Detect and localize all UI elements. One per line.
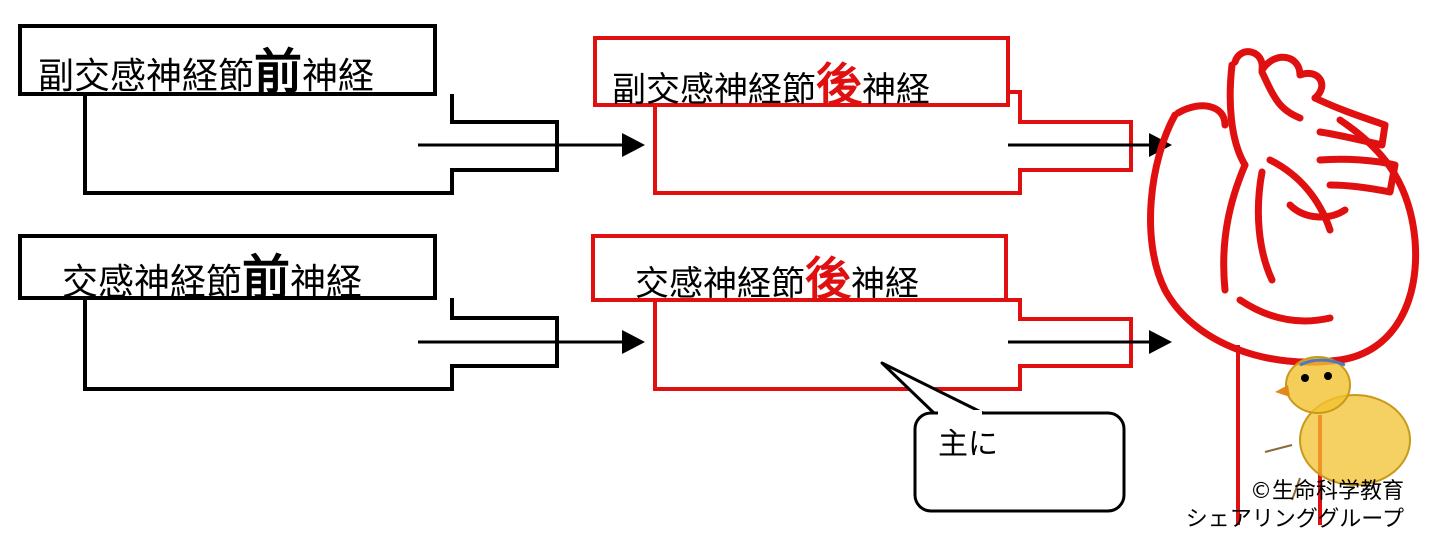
- callout-text: 主に: [938, 427, 998, 462]
- pre-neuron-2: [18, 234, 559, 391]
- post-label-2-prefix: 交感神経節: [635, 264, 805, 304]
- post-neuron-2: [591, 234, 1133, 391]
- post-label-1-suffix: 神経: [862, 70, 930, 110]
- credit: ©生命科学教育 シェアリンググループ: [1186, 478, 1404, 533]
- pre-label-1: 副交感神経節前神経: [38, 48, 374, 96]
- chick-icon: [1264, 356, 1411, 501]
- post-label-2: 交感神経節後神経: [635, 256, 919, 302]
- pre-label-2: 交感神経節前神経: [62, 254, 362, 302]
- credit-line-2: シェアリンググループ: [1185, 506, 1404, 532]
- heart-icon: [1147, 48, 1420, 366]
- post-label-1: 副交感神経節後神経: [612, 62, 930, 108]
- pre-label-2-suffix: 神経: [290, 262, 363, 303]
- pre-label-1-prefix: 副交感神経節: [38, 56, 255, 97]
- post-label-2-suffix: 神経: [851, 264, 919, 304]
- callout-bubble: [880, 361, 1126, 513]
- credit-line-1: ©生命科学教育: [1249, 479, 1404, 504]
- pre-label-2-prefix: 交感神経節: [62, 262, 243, 303]
- pre-label-1-suffix: 神経: [302, 56, 375, 97]
- pre-label-2-emph: 前: [242, 250, 291, 306]
- post-neuron-1: [593, 36, 1133, 195]
- pre-neuron-1: [18, 24, 559, 195]
- pre-label-1-emph: 前: [254, 44, 303, 100]
- post-label-1-emph: 後: [816, 58, 862, 112]
- post-label-1-prefix: 副交感神経節: [612, 70, 816, 110]
- post-label-2-emph: 後: [805, 252, 851, 306]
